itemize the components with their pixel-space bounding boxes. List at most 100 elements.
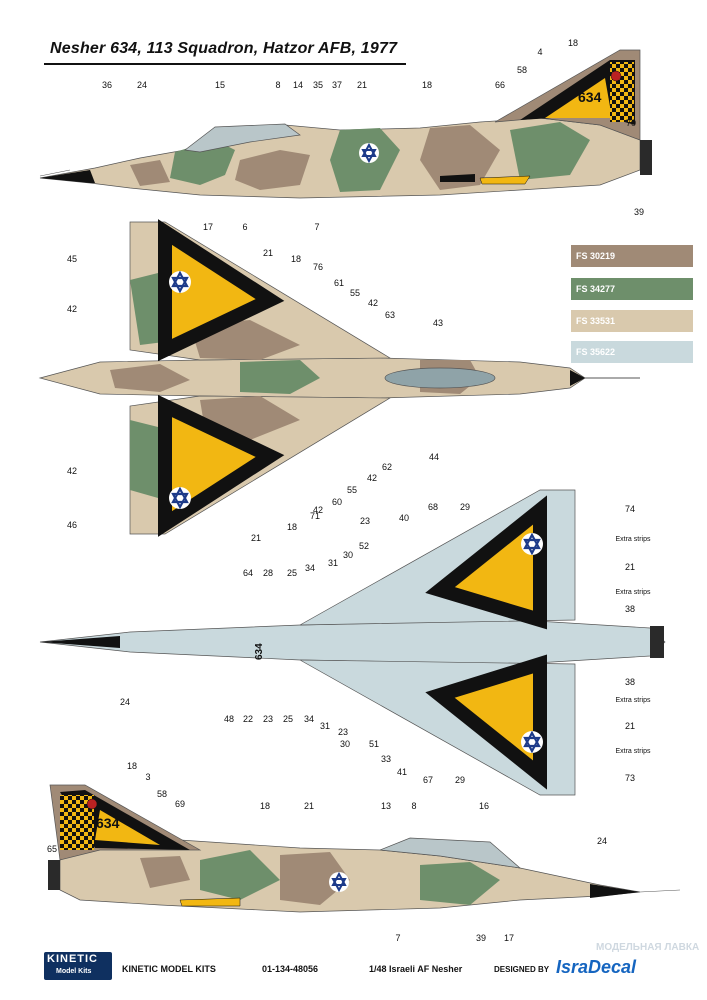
callout-number: 43: [433, 318, 443, 328]
page-title: Nesher 634, 113 Squadron, Hatzor AFB, 19…: [50, 40, 398, 57]
callout-number: 60: [332, 497, 342, 507]
callout-number: 21: [263, 248, 273, 258]
belly-tail-number: 634: [254, 643, 265, 660]
callout-number: 63: [385, 310, 395, 320]
callout-number: 18: [127, 761, 137, 771]
callout-number: 42: [367, 473, 377, 483]
footer-brand: KINETIC MODEL KITS: [122, 964, 216, 974]
callout-number: 8: [275, 80, 280, 90]
callout-number: 38: [625, 677, 635, 687]
callout-number: 38: [625, 604, 635, 614]
callout-number: 48: [224, 714, 234, 724]
callout-number: 76: [313, 262, 323, 272]
callout-number: 21: [357, 80, 367, 90]
watermark: МОДЕЛЬНАЯ ЛАВКА: [596, 942, 700, 953]
callout-number: 39: [634, 207, 644, 217]
callout-number: 58: [157, 789, 167, 799]
callout-number: 21: [304, 801, 314, 811]
callout-number: 18: [422, 80, 432, 90]
callout-number: 31: [328, 558, 338, 568]
callout-note: Extra strips: [615, 697, 651, 704]
callout-number: 18: [260, 801, 270, 811]
callout-number: 46: [67, 520, 77, 530]
callout-number: 67: [423, 775, 433, 785]
callout-number: 55: [347, 485, 357, 495]
callout-number: 24: [137, 80, 147, 90]
tail-number-right: 634: [96, 815, 120, 831]
callout-number: 24: [597, 836, 607, 846]
callout-number: 35: [313, 80, 323, 90]
callout-number: 31: [320, 721, 330, 731]
callout-number: 66: [495, 80, 505, 90]
callout-number: 8: [411, 801, 416, 811]
callout-number: 30: [340, 739, 350, 749]
callout-number: 36: [102, 80, 112, 90]
callout-number: 42: [67, 304, 77, 314]
callout-number: 16: [479, 801, 489, 811]
callout-number: 70: [626, 118, 636, 128]
callout-number: 3: [145, 772, 150, 782]
callout-number: 42: [313, 505, 323, 515]
top-view: [38, 219, 640, 537]
callout-note: Extra strips: [615, 589, 651, 596]
callout-number: 23: [263, 714, 273, 724]
callout-number: 41: [397, 767, 407, 777]
callout-number: 30: [343, 550, 353, 560]
side-view-right: 634: [48, 784, 681, 913]
callout-number: 29: [455, 775, 465, 785]
callout-number: 73: [625, 773, 635, 783]
callout-number: 45: [67, 254, 77, 264]
callout-number: 21: [625, 721, 635, 731]
swatch-label: FS 35622: [576, 347, 616, 357]
callout-number: 58: [517, 65, 527, 75]
callout-number: 68: [428, 502, 438, 512]
callout-number: 71: [310, 511, 320, 521]
callout-number: 22: [243, 714, 253, 724]
callout-number: 25: [287, 568, 297, 578]
fs-swatch-34277: FS 34277: [571, 278, 693, 300]
isradecal-logo: IsraDecal: [556, 957, 637, 977]
callout-number: 24: [120, 697, 130, 707]
callout-number: 4: [537, 47, 542, 57]
callout-number: 52: [359, 541, 369, 551]
title-underline: [44, 63, 406, 65]
callout-number: 34: [305, 563, 315, 573]
callout-number: 15: [215, 80, 225, 90]
callout-number: 61: [334, 278, 344, 288]
callout-number: 25: [283, 714, 293, 724]
kinetic-logo-text: KINETIC: [47, 953, 98, 965]
kinetic-logo-sub: Model Kits: [56, 968, 92, 975]
swatch-label: FS 34277: [576, 284, 616, 294]
callout-note: Extra strips: [615, 748, 651, 755]
callout-number: 17: [203, 222, 213, 232]
callout-number: 34: [304, 714, 314, 724]
callout-number: 69: [175, 799, 185, 809]
callout-number: 55: [350, 288, 360, 298]
callout-number: 17: [504, 933, 514, 943]
kinetic-logo: KINETIC Model Kits: [44, 952, 112, 980]
callout-number: 37: [332, 80, 342, 90]
swatch-label: FS 30219: [576, 251, 616, 261]
fs-swatch-35622: FS 35622: [571, 341, 693, 363]
footer-code: 01-134-48056: [262, 964, 319, 974]
callout-number: 74: [625, 504, 635, 514]
callout-number: 39: [476, 933, 486, 943]
tail-number: 634: [578, 89, 602, 105]
swatch-label: FS 33531: [576, 316, 616, 326]
footer-product: 1/48 Israeli AF Nesher: [369, 964, 463, 974]
callout-number: 23: [360, 516, 370, 526]
callout-number: 44: [429, 452, 439, 462]
callout-number: 28: [263, 568, 273, 578]
callout-number: 51: [369, 739, 379, 749]
callout-number: 42: [368, 298, 378, 308]
fs-swatch-30219: FS 30219: [571, 245, 693, 267]
callout-number: 62: [382, 462, 392, 472]
callout-number: 65: [47, 844, 57, 854]
fs-swatch-33531: FS 33531: [571, 310, 693, 332]
callout-number: 21: [251, 533, 261, 543]
callout-number: 42: [67, 466, 77, 476]
callout-number: 33: [381, 754, 391, 764]
callout-number: 13: [381, 801, 391, 811]
